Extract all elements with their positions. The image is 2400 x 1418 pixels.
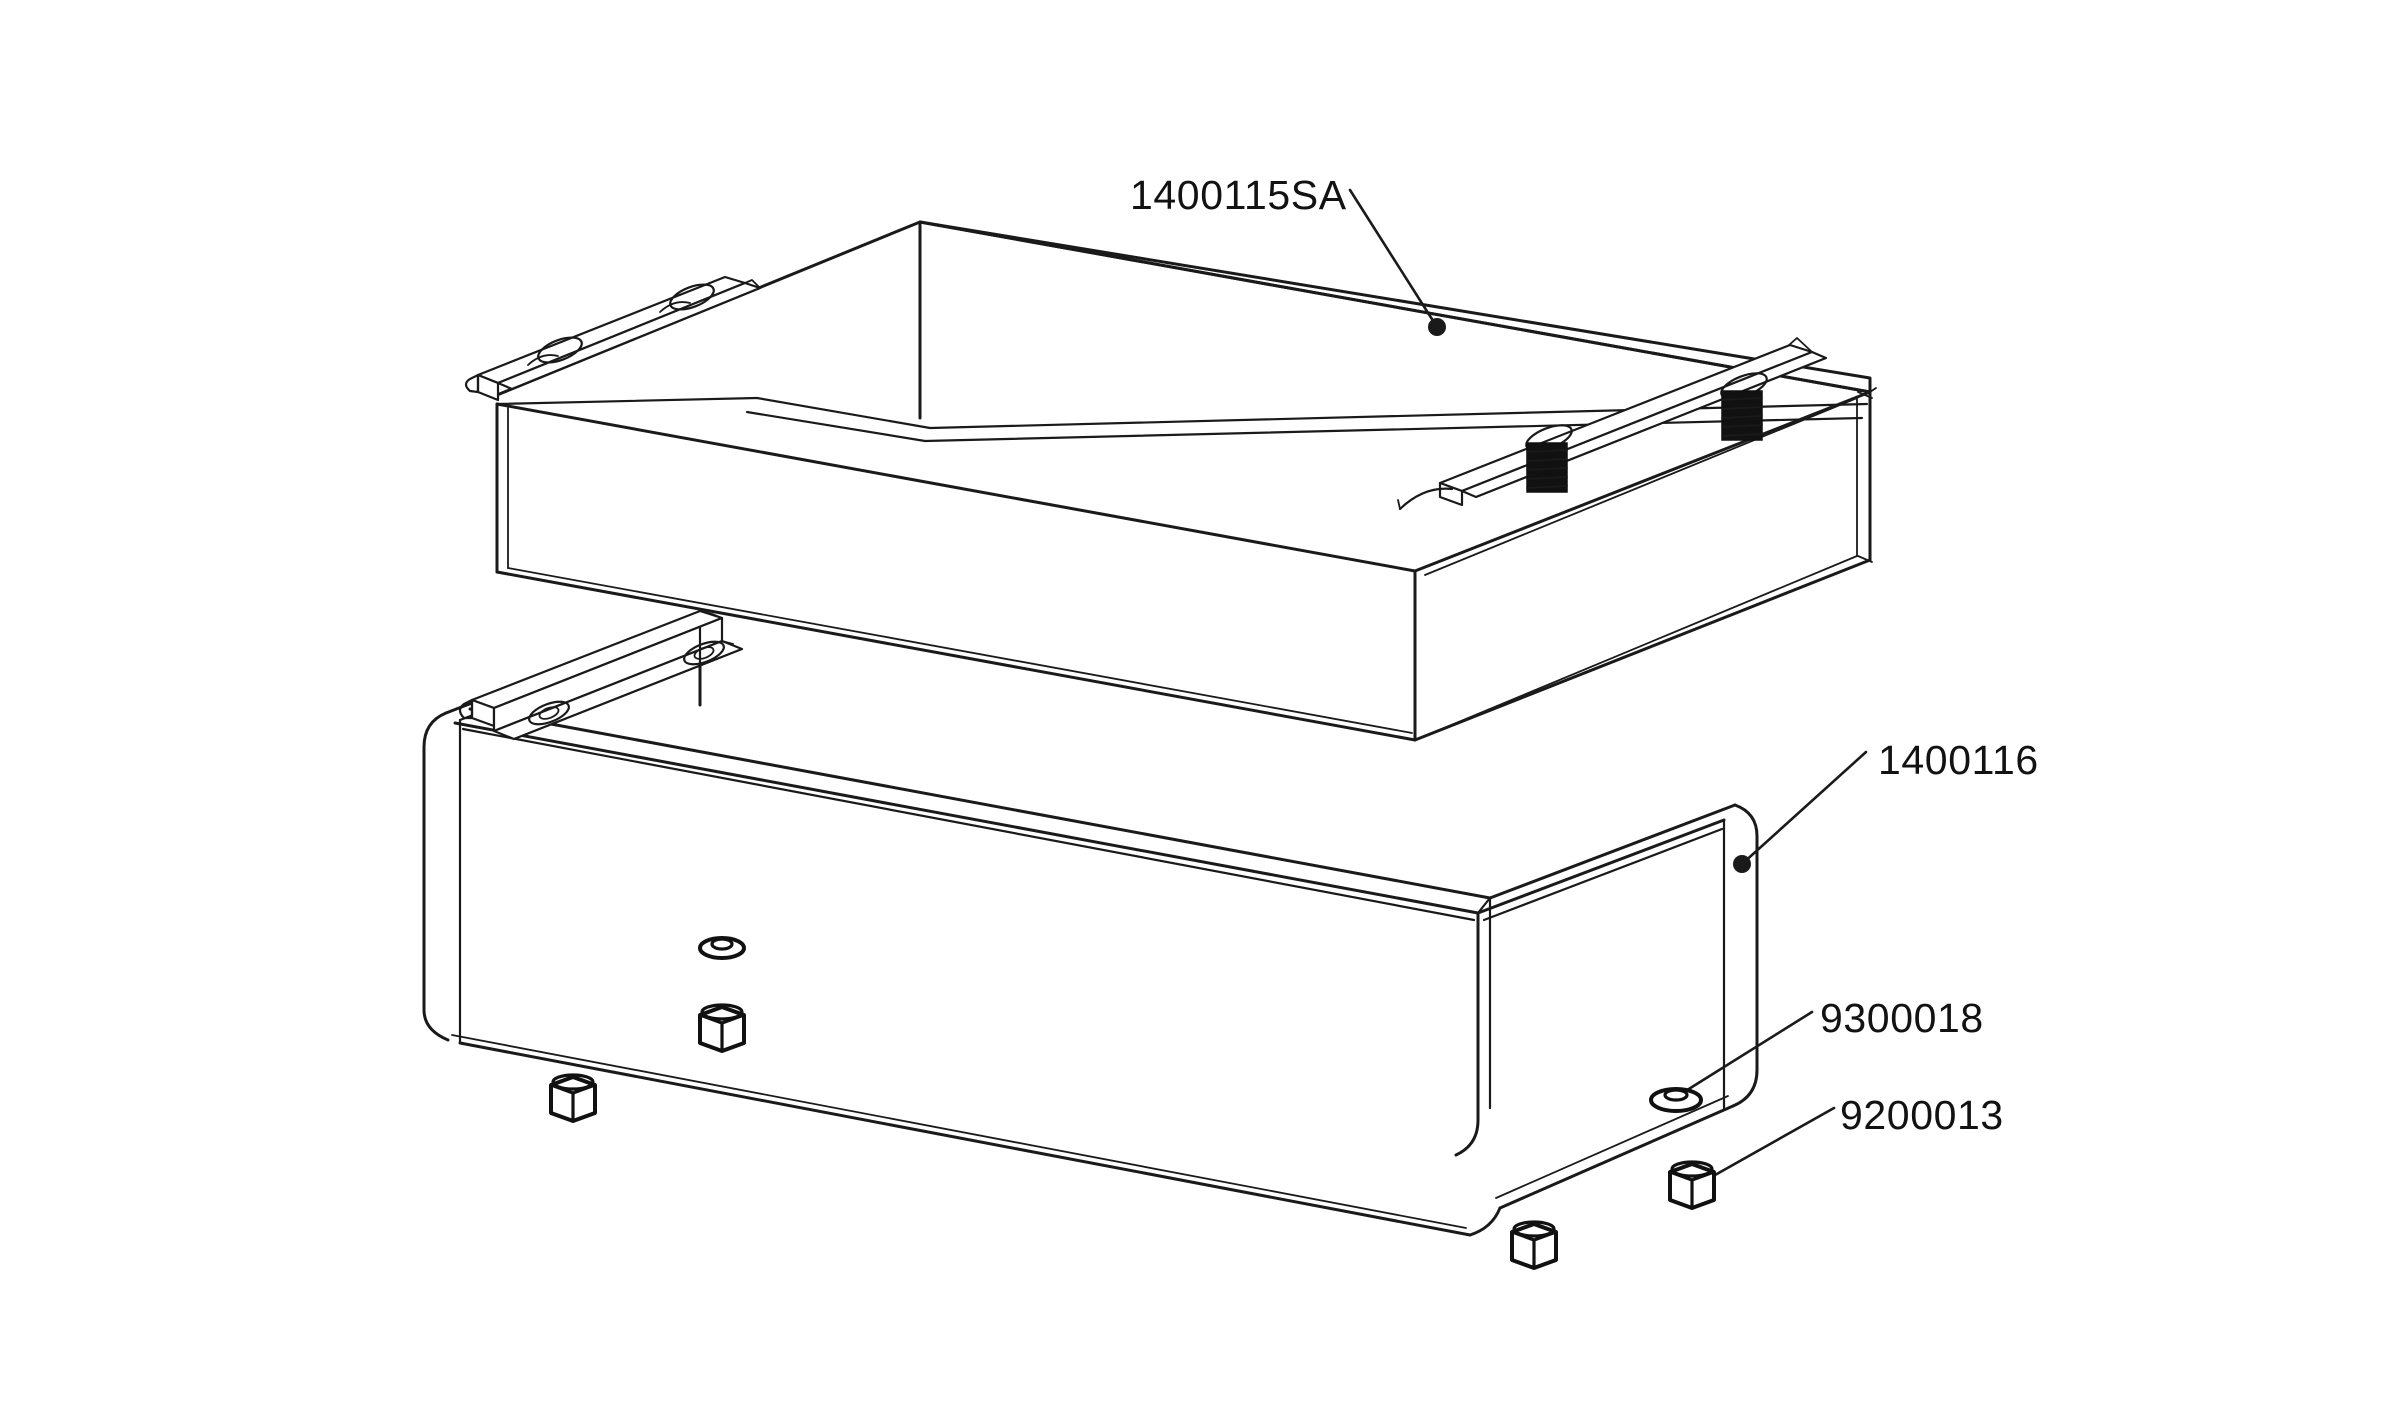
leader-lines <box>1348 188 1868 1190</box>
tray-stud-near <box>1526 442 1568 493</box>
hardware-nut-callout <box>1668 1160 1716 1210</box>
hardware-nut-2 <box>549 1073 597 1123</box>
part-base-1400116 <box>422 609 1759 1237</box>
leader-dot-tray <box>1428 318 1446 336</box>
tray-left-slide-rail <box>464 275 762 402</box>
hardware-nut-1 <box>698 1003 746 1053</box>
callout-label-nut: 9200013 <box>1840 1092 2004 1138</box>
tray-stud-far <box>1721 390 1763 441</box>
hardware-washer-on-base <box>698 936 746 960</box>
hardware-washer-callout <box>1649 1087 1703 1113</box>
callout-label-washer: 9300018 <box>1820 995 1984 1041</box>
leader-base <box>1740 750 1868 866</box>
hardware-nut-3 <box>1510 1220 1558 1270</box>
callout-label-tray: 1400115SA <box>1130 172 1347 218</box>
leader-tray <box>1348 188 1439 329</box>
base-rail-hole-near <box>528 700 570 726</box>
leader-dot-base <box>1733 855 1751 873</box>
tray-right-slide-rail <box>1397 337 1828 511</box>
callout-label-base: 1400116 <box>1878 737 2039 783</box>
leader-washer <box>1674 1010 1814 1099</box>
part-tray-1400115sa <box>464 220 1877 742</box>
base-left-slide-rail <box>458 609 744 741</box>
